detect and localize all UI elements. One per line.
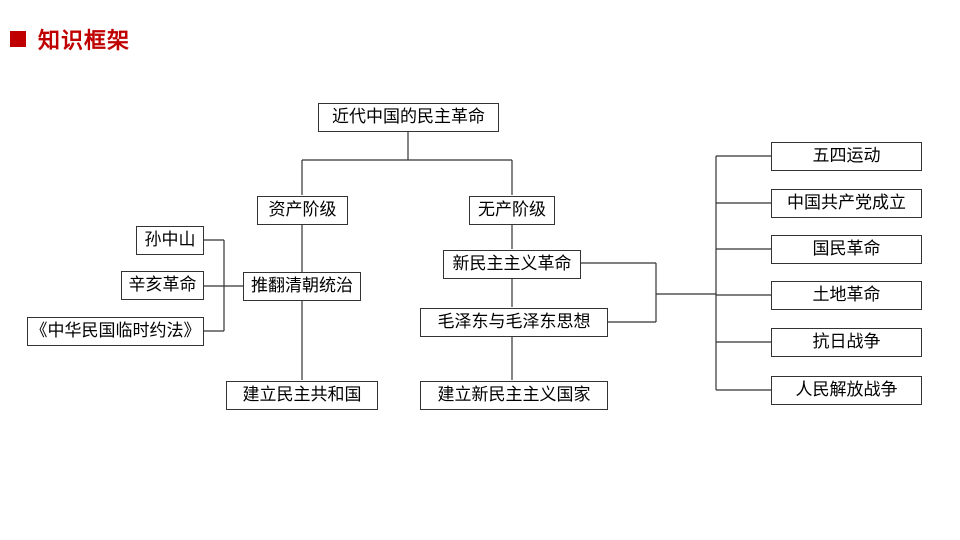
bourgeois-result-node: 建立民主共和国 — [226, 381, 378, 410]
stage-node: 土地革命 — [771, 281, 922, 310]
stage-node: 抗日战争 — [771, 328, 922, 357]
mao-thought-node: 毛泽东与毛泽东思想 — [420, 308, 608, 337]
new-democratic-revolution-node: 新民主主义革命 — [443, 250, 581, 279]
leader-node-sun-zhongshan: 孙中山 — [136, 226, 204, 255]
red-square-icon — [10, 31, 26, 47]
proletariat-result-node: 建立新民主主义国家 — [420, 381, 608, 410]
proletariat-node: 无产阶级 — [469, 196, 555, 225]
section-header: 知识框架 — [10, 24, 130, 54]
stage-node: 国民革命 — [771, 235, 922, 264]
bourgeois-node: 资产阶级 — [257, 196, 348, 225]
leader-node-xinhai-revolution: 辛亥革命 — [121, 271, 204, 300]
root-node: 近代中国的民主革命 — [318, 103, 499, 132]
stage-node: 人民解放战争 — [771, 376, 922, 405]
stage-node: 中国共产党成立 — [771, 189, 922, 218]
leader-node-provisional-constitution: 《中华民国临时约法》 — [27, 317, 204, 346]
stage-node: 五四运动 — [771, 142, 922, 171]
goal-node: 推翻清朝统治 — [243, 272, 361, 301]
page-title: 知识框架 — [38, 29, 131, 54]
